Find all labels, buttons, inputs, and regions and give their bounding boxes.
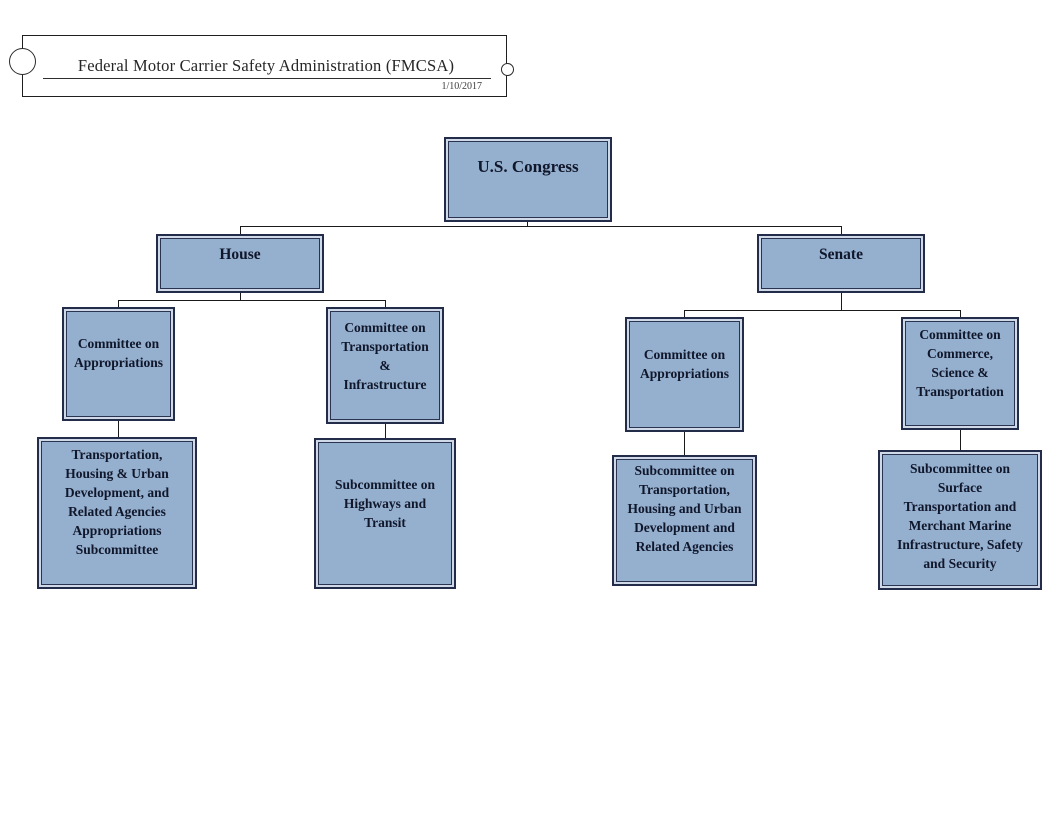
connector-line (385, 424, 386, 438)
org-node-senate-thud-subcommittee: Subcommittee on Transportation, Housing … (612, 455, 757, 586)
connector-line (118, 421, 119, 437)
decorative-circle-left (9, 48, 36, 75)
org-node-house-subcommittee-highways-transit: Subcommittee on Highways and Transit (314, 438, 456, 589)
org-node-label: Transportation, Housing & Urban Developm… (64, 447, 170, 557)
org-node-house-committee-transportation-infrastructure: Committee on Transportation & Infrastruc… (326, 307, 444, 424)
org-node-label: Committee on Commerce, Science & Transpo… (916, 327, 1004, 399)
org-node-label: U.S. Congress (477, 157, 579, 176)
connector-line (240, 293, 241, 301)
org-node-label: Committee on Transportation & Infrastruc… (341, 320, 429, 392)
title-underline (43, 78, 491, 79)
decorative-circle-right (501, 63, 514, 76)
org-node-label: Senate (819, 246, 863, 263)
org-node-label: Subcommittee on Transportation, Housing … (627, 463, 742, 554)
org-node-house-committee-appropriations: Committee on Appropriations (62, 307, 175, 421)
org-node-label: House (219, 246, 261, 263)
org-node-label: Subcommittee on Surface Transportation a… (897, 461, 1023, 571)
page-title: Federal Motor Carrier Safety Administrat… (77, 56, 455, 75)
connector-line (527, 222, 528, 227)
connector-line (841, 293, 842, 311)
org-node-senate-committee-commerce-science-transportation: Committee on Commerce, Science & Transpo… (901, 317, 1019, 430)
connector-line (118, 300, 386, 301)
org-node-label: Committee on Appropriations (639, 347, 730, 381)
connector-line (385, 300, 386, 307)
connector-line (684, 310, 685, 317)
title-block: Federal Motor Carrier Safety Administrat… (22, 35, 507, 97)
connector-line (960, 430, 961, 450)
connector-line (240, 226, 241, 234)
org-node-senate-committee-appropriations: Committee on Appropriations (625, 317, 744, 432)
org-node-house: House (156, 234, 324, 293)
org-node-senate-surface-transportation-subcommittee: Subcommittee on Surface Transportation a… (878, 450, 1042, 590)
connector-line (841, 226, 842, 234)
date-label: 1/10/2017 (441, 81, 482, 92)
connector-line (684, 432, 685, 455)
org-node-house-thud-appropriations-subcommittee: Transportation, Housing & Urban Developm… (37, 437, 197, 589)
org-node-label: Subcommittee on Highways and Transit (334, 477, 436, 530)
connector-line (684, 310, 961, 311)
org-node-label: Committee on Appropriations (73, 336, 164, 370)
connector-line (118, 300, 119, 307)
connector-line (960, 310, 961, 317)
org-node-senate: Senate (757, 234, 925, 293)
connector-line (240, 226, 842, 227)
org-node-us-congress: U.S. Congress (444, 137, 612, 222)
